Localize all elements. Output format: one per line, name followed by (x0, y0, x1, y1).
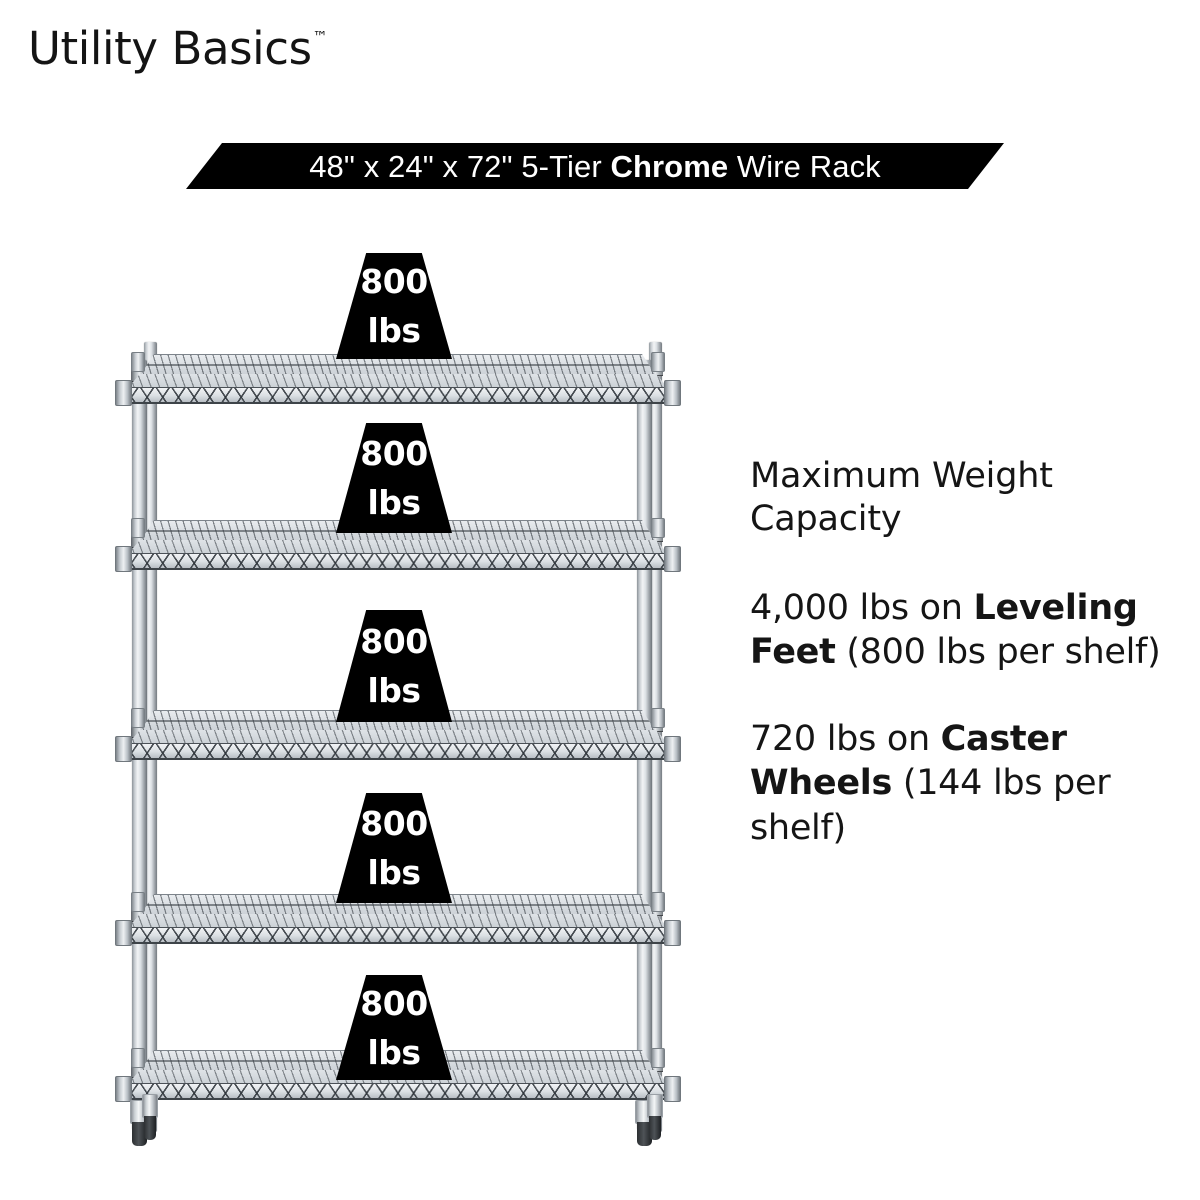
banner-prefix: 48" x 24" x 72" 5-Tier (309, 148, 611, 184)
capacity-leveling-feet-text: 4,000 lbs on Leveling Feet (800 lbs per … (750, 586, 1170, 675)
product-title-text: 48" x 24" x 72" 5-Tier Chrome Wire Rack (309, 151, 881, 182)
shelf-corner-left (115, 546, 132, 572)
shelf-front-truss (118, 387, 678, 404)
shelf-corner-right (664, 920, 681, 946)
badge-unit: lbs (367, 311, 421, 350)
shelf-corner-right (664, 736, 681, 762)
leveling-foot-rear-right (647, 1094, 663, 1140)
truss-zigzag (118, 388, 678, 402)
leveling-feet-emphasis: Leveling Feet (750, 587, 1138, 673)
shelf-corner-rear-left (131, 518, 145, 538)
truss-zigzag (118, 1084, 678, 1098)
shelf-corner-left (115, 736, 132, 762)
capacity-badge-shelf-1: 800 lbs (336, 253, 452, 359)
brand-logo: Utility Basics ™ (28, 26, 328, 71)
leveling-feet-lead: 4,000 lbs on (750, 587, 974, 628)
shelf-corner-rear-right (651, 518, 665, 538)
shelf-corner-rear-right (651, 708, 665, 728)
shelf-corner-rear-right (651, 352, 665, 372)
caster-wheels-emphasis: Caster Wheels (750, 718, 1067, 804)
badge-unit: lbs (367, 1032, 421, 1072)
shelf-corner-right (664, 380, 681, 406)
banner-suffix: Wire Rack (728, 148, 881, 184)
foot-rubber-tip (649, 1116, 661, 1140)
banner-emphasis-chrome: Chrome (610, 148, 729, 184)
foot-sleeve (647, 1094, 663, 1118)
badge-unit: lbs (367, 671, 421, 710)
shelf-deck-mid (126, 730, 670, 746)
shelf-deck-mid (126, 374, 670, 390)
foot-rubber-tip (132, 1122, 147, 1146)
foot-sleeve (142, 1094, 158, 1118)
shelf-corner-rear-right (651, 892, 665, 912)
shelf-deck-mid (126, 540, 670, 556)
caster-wheels-lead: 720 lbs on (750, 718, 941, 759)
shelf-front-truss (118, 1083, 678, 1100)
shelf-corner-left (115, 1076, 132, 1102)
leveling-foot-rear-left (142, 1094, 158, 1140)
shelf-corner-rear-right (651, 1048, 665, 1068)
shelf-corner-rear-left (131, 892, 145, 912)
shelf-front-truss (118, 927, 678, 944)
brand-name: Utility Basics (28, 22, 312, 75)
badge-unit: lbs (367, 483, 421, 522)
shelf-corner-rear-left (131, 352, 145, 372)
capacity-copy-block: Maximum Weight Capacity 4,000 lbs on Lev… (750, 455, 1170, 892)
capacity-heading: Maximum Weight Capacity (750, 456, 1053, 540)
leveling-feet-tail: (800 lbs per shelf) (835, 632, 1161, 673)
truss-zigzag (118, 744, 678, 758)
badge-unit: lbs (367, 853, 421, 892)
shelf-corner-right (664, 1076, 681, 1102)
badge-value: 800 (360, 804, 428, 843)
shelf-front-truss (118, 553, 678, 570)
shelf-corner-rear-left (131, 1048, 145, 1068)
shelf-corner-right (664, 546, 681, 572)
shelf-front-truss (118, 743, 678, 760)
shelf-corner-rear-left (131, 708, 145, 728)
product-title-banner: 48" x 24" x 72" 5-Tier Chrome Wire Rack (186, 143, 1004, 189)
truss-zigzag (118, 928, 678, 942)
trademark-symbol: ™ (312, 28, 328, 46)
shelf-deck-mid (126, 914, 670, 930)
truss-zigzag (118, 554, 678, 568)
foot-rubber-tip (144, 1116, 156, 1140)
capacity-badge-shelf-2: 800 lbs (336, 423, 452, 533)
shelf-corner-left (115, 380, 132, 406)
badge-value: 800 (360, 622, 428, 661)
capacity-caster-wheels-text: 720 lbs on Caster Wheels (144 lbs per sh… (750, 717, 1170, 850)
foot-rubber-tip (637, 1122, 652, 1146)
badge-value: 800 (360, 983, 428, 1023)
caster-wheels-tail: (144 lbs per shelf) (750, 763, 1111, 848)
badge-value: 800 (360, 434, 428, 473)
shelf-corner-left (115, 920, 132, 946)
badge-value: 800 (360, 262, 428, 301)
